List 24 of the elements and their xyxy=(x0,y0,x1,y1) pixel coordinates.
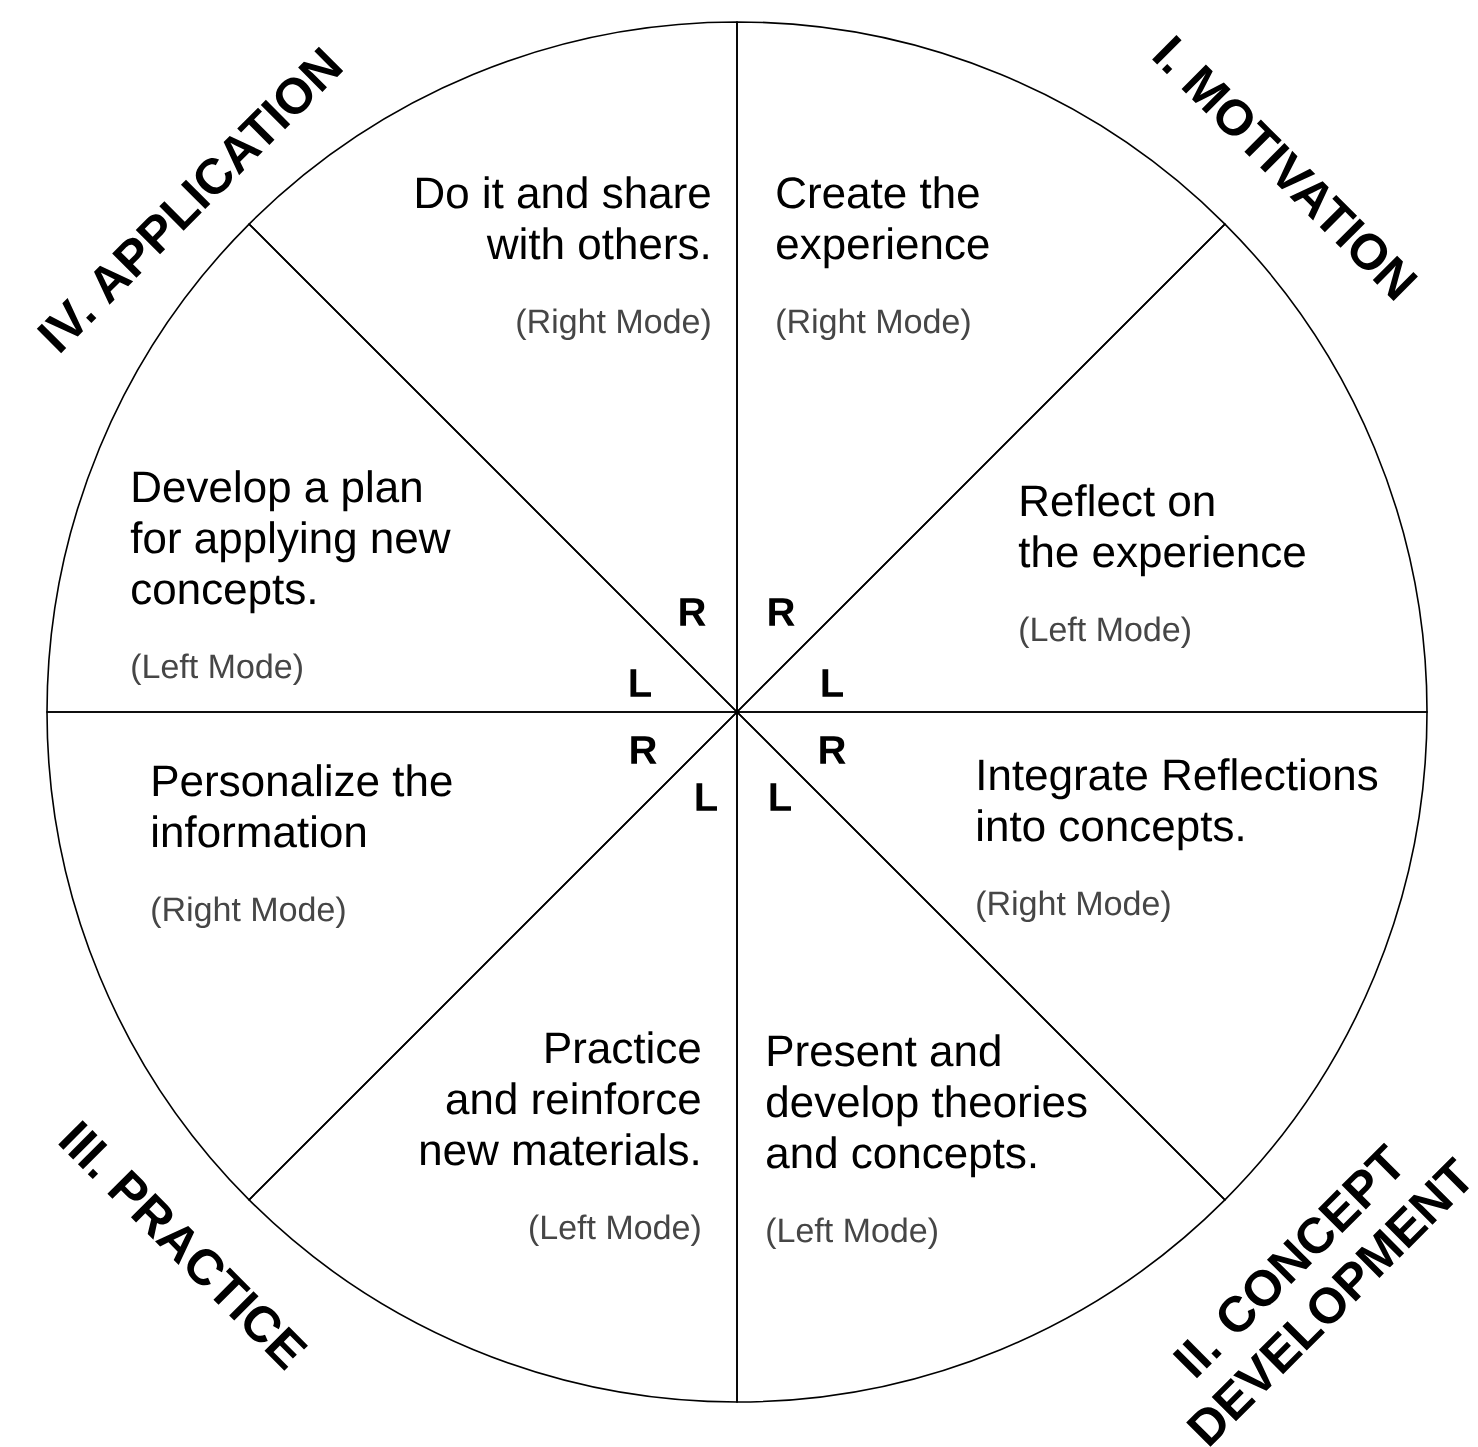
hemisphere-letter: L xyxy=(822,669,843,697)
step-text: Develop a plan for applying new concepts. xyxy=(130,470,451,614)
step-text: Present and develop theories and concepts. xyxy=(767,1034,1087,1178)
step-text: Personalize the information xyxy=(153,764,452,848)
hemisphere-letter: R xyxy=(631,736,657,764)
mode-label: (Right Mode) xyxy=(517,308,710,341)
hemisphere-letter: R xyxy=(769,598,795,626)
mode-label: (Right Mode) xyxy=(152,896,345,929)
step-text: Reflect on the experience xyxy=(1018,484,1305,577)
mode-label: (Left Mode) xyxy=(530,1214,700,1247)
hemisphere-letter: L xyxy=(630,669,651,697)
step-text: Practice and reinforce new materials. xyxy=(421,1031,700,1166)
mode-label: (Left Mode) xyxy=(132,653,302,686)
hemisphere-letter: R xyxy=(820,736,846,764)
mode-label: (Left Mode) xyxy=(1020,616,1190,649)
step-text: Integrate Reflections into concepts. xyxy=(978,758,1378,851)
step-text: Do it and share with others. xyxy=(417,176,710,260)
mode-label: (Right Mode) xyxy=(977,890,1170,923)
hemisphere-letter: R xyxy=(680,598,706,626)
mode-label: (Left Mode) xyxy=(767,1217,937,1250)
hemisphere-letter: L xyxy=(696,783,717,811)
step-text: Create the experience xyxy=(777,176,989,269)
hemisphere-letter: L xyxy=(770,783,791,811)
mode-label: (Right Mode) xyxy=(777,308,970,341)
